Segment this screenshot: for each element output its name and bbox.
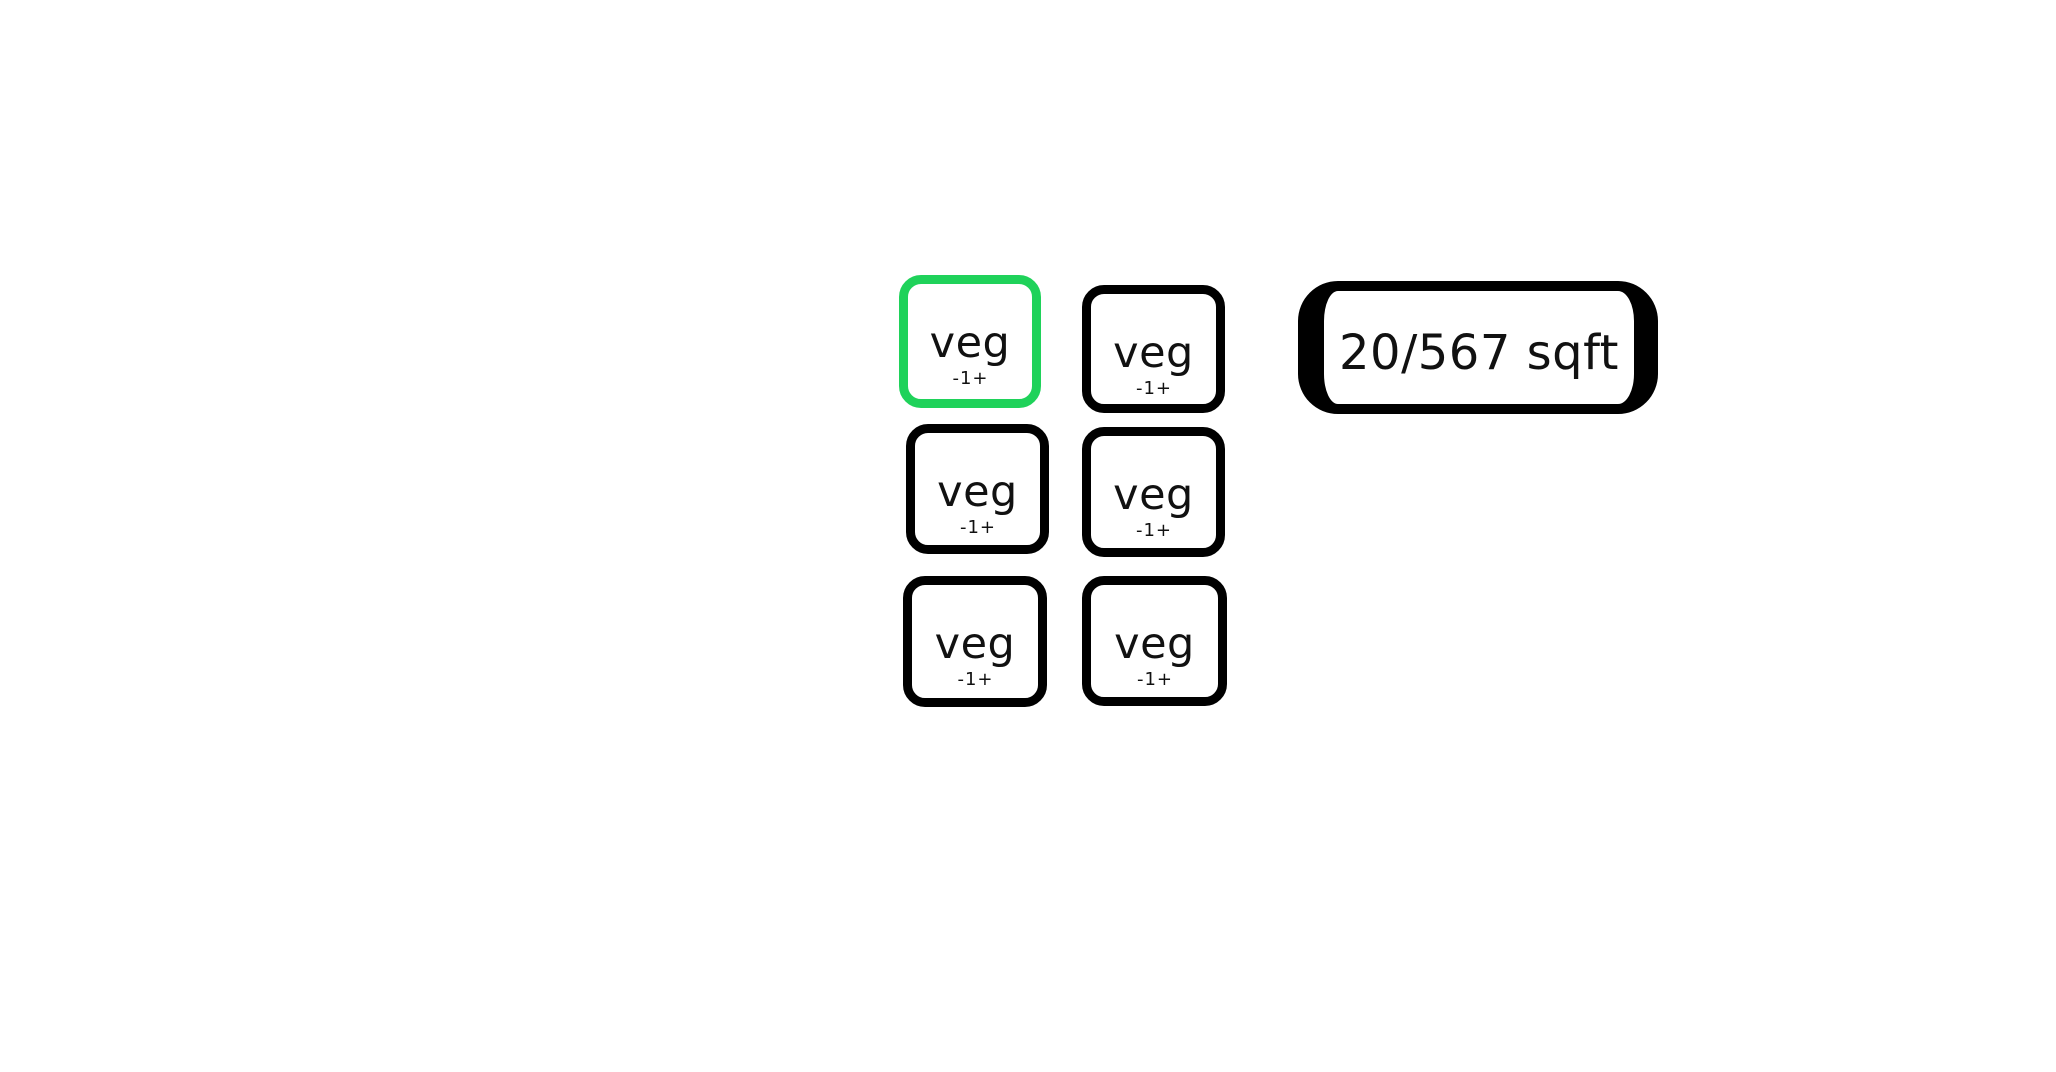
quantity-stepper: -1+ xyxy=(1091,670,1218,690)
quantity-value: 1 xyxy=(967,517,979,538)
plant-name: veg xyxy=(1113,470,1194,520)
plant-card-veg-5[interactable]: veg -1+ xyxy=(903,576,1047,707)
decrement-button[interactable]: - xyxy=(1135,378,1143,399)
plant-name: veg xyxy=(929,318,1011,368)
increment-button[interactable]: + xyxy=(1155,378,1172,399)
quantity-stepper: -1+ xyxy=(912,670,1038,690)
decrement-button[interactable]: - xyxy=(1135,520,1143,541)
plant-card-veg-3[interactable]: veg -1+ xyxy=(906,424,1049,554)
quantity-stepper: -1+ xyxy=(1091,521,1216,541)
area-usage-box: 20/567 sqft xyxy=(1298,281,1658,414)
quantity-stepper: -1+ xyxy=(908,369,1032,389)
plant-card-veg-6[interactable]: veg -1+ xyxy=(1082,576,1227,706)
plant-card-veg-4[interactable]: veg -1+ xyxy=(1082,427,1225,557)
plant-name: veg xyxy=(934,619,1016,669)
decrement-button[interactable]: - xyxy=(1136,669,1144,690)
increment-button[interactable]: + xyxy=(1156,669,1173,690)
plant-name: veg xyxy=(937,467,1018,517)
increment-button[interactable]: + xyxy=(979,517,996,538)
increment-button[interactable]: + xyxy=(1155,520,1172,541)
plant-name: veg xyxy=(1113,328,1194,378)
quantity-stepper: -1+ xyxy=(1091,379,1216,399)
plant-card-veg-1[interactable]: veg -1+ xyxy=(899,275,1041,408)
decrement-button[interactable]: - xyxy=(952,368,959,389)
increment-button[interactable]: + xyxy=(972,368,988,389)
quantity-value: 1 xyxy=(1143,378,1155,399)
increment-button[interactable]: + xyxy=(977,669,993,690)
quantity-value: 1 xyxy=(959,368,972,389)
quantity-stepper: -1+ xyxy=(915,518,1040,538)
plant-card-veg-2[interactable]: veg -1+ xyxy=(1082,285,1225,413)
quantity-value: 1 xyxy=(1143,520,1155,541)
decrement-button[interactable]: - xyxy=(959,517,967,538)
quantity-value: 1 xyxy=(964,669,977,690)
decrement-button[interactable]: - xyxy=(957,669,964,690)
quantity-value: 1 xyxy=(1144,669,1156,690)
area-usage-label: 20/567 sqft xyxy=(1339,325,1619,381)
plant-name: veg xyxy=(1114,619,1195,669)
